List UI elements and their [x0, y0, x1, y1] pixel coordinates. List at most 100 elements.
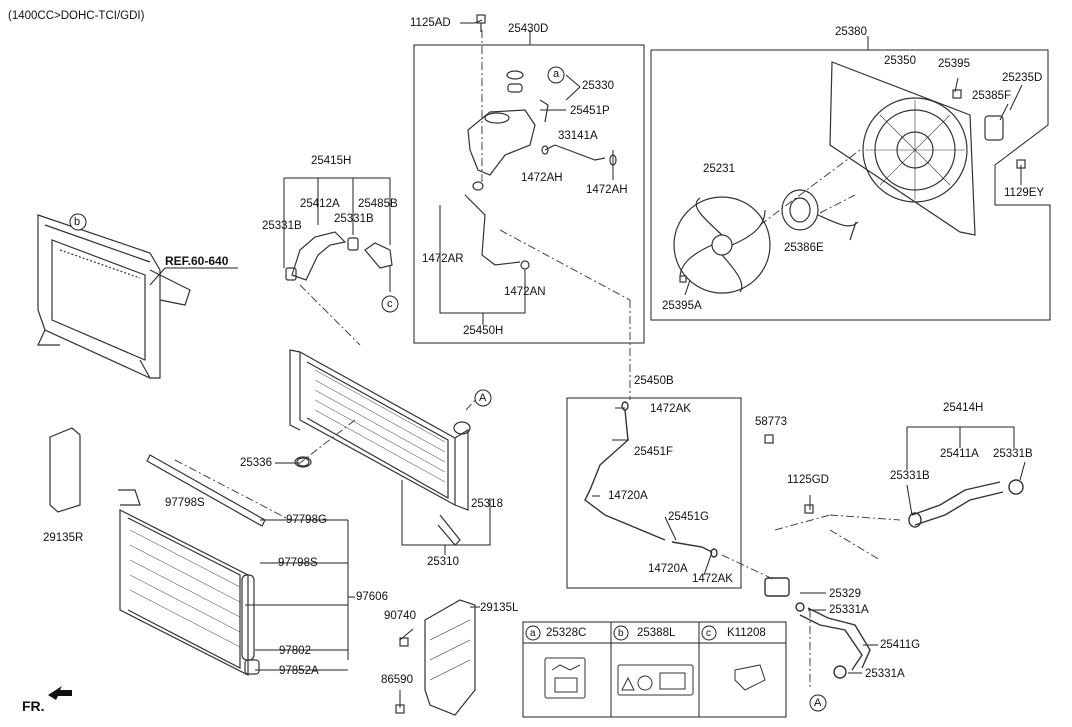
part-label: 25451F — [634, 446, 674, 458]
legend-ref-c: c — [706, 628, 711, 639]
part-label: 90740 — [384, 610, 416, 622]
legend-ref-a: a — [530, 628, 536, 639]
air-guard-right-illustration — [49, 427, 81, 513]
legend-circle-a — [525, 625, 541, 641]
part-label: 25485B — [358, 198, 398, 210]
part-label: 86590 — [381, 674, 413, 686]
part-label: 25231 — [703, 163, 735, 175]
part-label: 25318 — [471, 498, 503, 510]
lower-hose-illustration — [584, 401, 718, 558]
seal-strip-illustration — [146, 454, 266, 527]
part-label: 1472AN — [504, 286, 546, 298]
fan-group-box — [650, 49, 1051, 321]
legend-table — [522, 621, 787, 718]
front-arrow-icon — [48, 686, 72, 700]
part-label: 97798G — [286, 514, 327, 526]
fan-shroud-illustration — [829, 61, 1004, 236]
part-label: 25451P — [570, 105, 610, 117]
part-label: 25331A — [829, 604, 869, 616]
part-label: 25329 — [829, 588, 861, 600]
fan-blade-illustration — [673, 196, 771, 294]
right-hose-illustration — [908, 479, 1024, 528]
part-label: 33141A — [558, 130, 598, 142]
part-label: 25386E — [784, 242, 824, 254]
radiator-support-illustration — [37, 214, 191, 379]
legend-code-c: K11208 — [727, 627, 766, 639]
part-label: 97802 — [279, 645, 311, 657]
condenser-illustration — [118, 489, 260, 676]
fan-motor-illustration — [781, 189, 859, 241]
part-label: 29135L — [480, 602, 519, 614]
ref-circle-b — [69, 213, 87, 231]
part-label: 25331B — [262, 220, 302, 232]
part-label: 97852A — [279, 665, 319, 677]
reservoir-group-box — [413, 44, 645, 344]
legend-circle-b — [613, 625, 629, 641]
ref-circle-A-lower-label: A — [814, 697, 822, 709]
part-label: 1472AR — [422, 253, 464, 265]
part-label: 25385F — [972, 90, 1012, 102]
reservoir-illustration — [464, 70, 617, 270]
ref-circle-A-lower — [809, 694, 827, 712]
part-label: 1129EY — [1004, 187, 1045, 199]
legend-icons — [544, 657, 766, 699]
part-label: 14720A — [648, 563, 688, 575]
ref-circle-A-upper-label: A — [479, 392, 487, 404]
part-label: 29135R — [43, 532, 84, 544]
part-label: 25430D — [508, 23, 549, 35]
legend-ref-b: b — [618, 628, 624, 639]
part-label: 1472AH — [586, 184, 628, 196]
front-marker: FR. — [22, 698, 45, 714]
part-label: 1472AH — [521, 172, 563, 184]
engine-note: (1400CC>DOHC-TCI/GDI) — [8, 10, 145, 22]
warning-label-icon — [617, 664, 694, 696]
part-label: 25235D — [1002, 72, 1043, 84]
part-label: 25331B — [334, 213, 374, 225]
legend-circle-c — [701, 625, 717, 641]
part-label: 1472AK — [650, 403, 691, 415]
label-sticker-icon — [544, 657, 586, 699]
ref-circle-b-label: b — [74, 216, 81, 228]
part-label: 25412A — [300, 198, 340, 210]
part-label: 25331A — [865, 668, 905, 680]
part-label: 97798S — [278, 557, 318, 569]
clip-icon — [734, 664, 766, 691]
part-label: 25450H — [463, 325, 504, 337]
part-label: 25380 — [835, 26, 867, 38]
upper-hose-illustration — [285, 231, 393, 281]
part-label: 58773 — [755, 416, 787, 428]
air-guard-left-illustration — [424, 599, 476, 716]
hose-group-box — [566, 397, 742, 589]
part-label: 25350 — [884, 55, 916, 67]
part-label: 25336 — [240, 457, 272, 469]
part-label: 25414H — [943, 402, 984, 414]
part-label: 25331B — [993, 448, 1033, 460]
part-label: 25411G — [880, 639, 921, 651]
bolt-illustrations — [296, 14, 1026, 714]
part-label: 25451G — [668, 511, 709, 523]
ref-circle-c-label: c — [387, 298, 393, 310]
legend-code-a: 25328C — [546, 627, 587, 639]
ref-circle-c — [381, 295, 399, 313]
part-label: 25310 — [427, 556, 459, 568]
part-label: 25330 — [582, 80, 614, 92]
part-label: 25395A — [662, 300, 702, 312]
part-label: 97606 — [356, 591, 388, 603]
part-label: 1472AK — [692, 573, 733, 585]
part-label: 14720A — [608, 490, 648, 502]
part-label: 1125AD — [410, 17, 451, 29]
ref-circle-a-label: a — [553, 68, 560, 80]
ref-circle-a — [547, 66, 565, 84]
reference-link[interactable]: REF.60-640 — [165, 254, 229, 268]
part-label: 25331B — [890, 470, 930, 482]
radiator-illustration — [289, 349, 471, 546]
part-label: 97798S — [165, 497, 205, 509]
part-label: 25395 — [938, 58, 970, 70]
part-label: 1125GD — [787, 474, 829, 486]
part-label: 25450B — [634, 375, 674, 387]
legend-code-b: 25388L — [637, 627, 676, 639]
ref-circle-A-upper — [474, 389, 492, 407]
part-label: 25411A — [940, 448, 979, 460]
